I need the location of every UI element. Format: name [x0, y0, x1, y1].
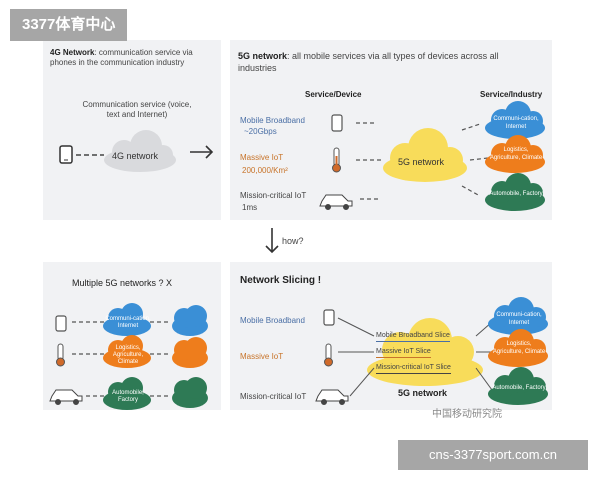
industry-label-automobile: Automobile, Factory: [489, 191, 543, 197]
right-arrow-icon: [190, 145, 214, 159]
phone-icon: [59, 145, 73, 164]
cloud-4g-label: 4G network: [112, 151, 159, 161]
cloud-4g: [104, 130, 176, 172]
slicing-cloud-label: 5G network: [398, 388, 448, 398]
cloud-right-green: [172, 377, 208, 408]
cloud-multi-communication: [103, 303, 151, 336]
car-icon: [319, 194, 353, 210]
service-detail-mobile-broadband: ~20Gbps: [244, 127, 277, 136]
cloud-multi-automobile: [103, 377, 151, 410]
service-name-massive-iot: Massive IoT: [240, 153, 284, 162]
industry-label-logistics: Logistics, Agriculture, Climate: [489, 147, 543, 161]
col-service-industry: Service/Industry: [480, 90, 543, 99]
service-name-mission-critical: Mission-critical IoT: [240, 191, 307, 200]
slice-mission-critical: Mission-critical IoT Slice: [376, 363, 451, 374]
multi-label-logistics: Logistics, Agriculture, Climate: [112, 345, 144, 365]
thermometer-icon: [332, 147, 341, 173]
car-icon: [315, 389, 349, 405]
phone-icon: [331, 114, 343, 132]
title-4g-network: 4G Network: communication service via ph…: [50, 48, 193, 67]
thermometer-icon: [56, 343, 65, 367]
cloud-industry-communication: [485, 101, 545, 139]
phone-icon: [323, 309, 335, 326]
slice-massive-iot: Massive IoT Slice: [376, 347, 431, 358]
slicing-industry-automobile: Automobile, Factory: [492, 385, 546, 391]
slicing-service-mission-critical: Mission-critical IoT: [240, 392, 307, 401]
watermark-bottom-right: cns-3377sport.com.cn: [398, 440, 588, 470]
cloud-industry-logistics: [485, 135, 545, 173]
cloud-slicing-logistics: [488, 329, 548, 367]
cloud-slicing-communication: [488, 297, 548, 335]
title-5g-network: 5G network: all mobile services via all …: [238, 51, 499, 73]
multi-label-automobile: Automobile, Factory: [112, 390, 144, 403]
slicing-service-mobile-broadband: Mobile Broadband: [240, 316, 305, 325]
title-network-slicing: Network Slicing !: [240, 275, 322, 286]
service-detail-mission-critical: 1ms: [242, 203, 258, 212]
slicing-service-massive-iot: Massive IoT: [240, 352, 284, 361]
cloud-industry-automobile: [485, 173, 545, 211]
down-arrow-icon: [265, 228, 279, 254]
slice-mobile-broadband: Mobile Broadband Slice: [376, 331, 450, 342]
cloud-slicing-automobile: [488, 367, 548, 405]
service-name-mobile-broadband: Mobile Broadband: [240, 116, 305, 125]
title-multiple-5g: Multiple 5G networks ? X: [72, 278, 173, 288]
car-icon: [49, 389, 83, 405]
cloud-multi-logistics: [103, 335, 151, 368]
thermometer-icon: [324, 343, 333, 367]
industry-label-communication: Communi-cation, Internet: [493, 116, 539, 130]
cloud-5g-yellow: [383, 128, 467, 182]
col-service-device: Service/Device: [305, 90, 362, 99]
cloud-right-blue: [172, 305, 208, 336]
image-stamp: 中国移动研究院: [432, 409, 502, 420]
slicing-industry-logistics: Logistics, Agriculture, Climate: [492, 341, 546, 355]
watermark-top-left: 3377体育中心: [10, 9, 128, 41]
service-detail-massive-iot: 200,000/Km²: [242, 166, 288, 175]
cloud-slicing-yellow: [367, 318, 483, 386]
cloud-5g-label: 5G network: [398, 157, 445, 167]
phone-icon: [55, 315, 67, 332]
multi-label-communication: Communi-cation, Internet: [105, 316, 151, 329]
how-label: how?: [282, 236, 304, 246]
panel-4g-network: [43, 40, 221, 220]
slicing-industry-communication: Communi-cation, Internet: [496, 312, 542, 326]
communication-service-label: Communication service (voice, text and I…: [82, 100, 192, 119]
cloud-right-orange: [172, 337, 208, 368]
